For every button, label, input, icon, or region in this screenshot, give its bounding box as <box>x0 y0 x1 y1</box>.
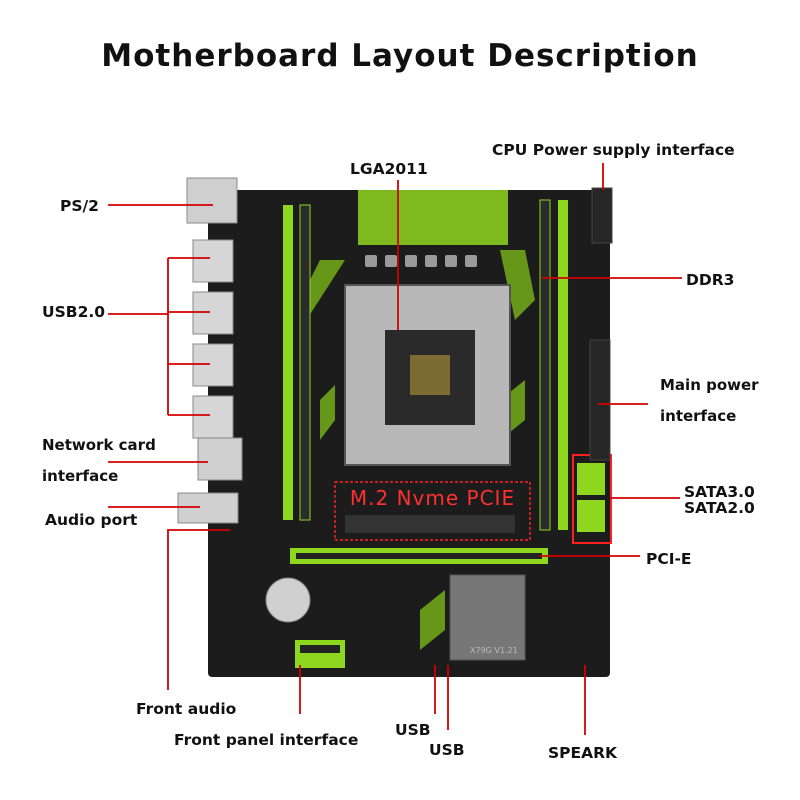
chipset-heatsink <box>449 574 526 661</box>
label-lga2011: LGA2011 <box>350 160 428 178</box>
ddr3-slot-left-2 <box>299 204 311 521</box>
page-title: Motherboard Layout Description <box>101 38 699 74</box>
audio-jack-block <box>177 492 239 524</box>
m2-label: M.2 Nvme PCIE <box>349 486 516 510</box>
label-ps2: PS/2 <box>60 197 99 215</box>
cpu-power-connector <box>591 187 613 244</box>
label-ddr3: DDR3 <box>686 271 735 289</box>
usb-port-2 <box>192 291 234 335</box>
label-network-line2: interface <box>42 467 119 485</box>
label-speark: SPEARK <box>548 744 618 762</box>
cmos-battery <box>265 577 311 623</box>
ddr3-slot-right-1 <box>558 200 568 530</box>
usb-port-1 <box>192 239 234 283</box>
label-sata3: SATA3.0 <box>684 483 755 501</box>
ddr3-slot-right-2 <box>539 199 551 531</box>
board-silkscreen: X79G V1.21 <box>470 646 518 655</box>
main-power-connector <box>589 339 611 461</box>
usb-port-3 <box>192 343 234 387</box>
callout-lines <box>108 163 682 735</box>
label-network-line1: Network card <box>42 436 156 454</box>
lan-port <box>197 437 243 481</box>
label-pcie: PCI-E <box>646 550 692 568</box>
vrm-heatsink <box>358 190 508 245</box>
label-main-power-line2: interface <box>660 407 737 425</box>
front-panel-header <box>295 640 345 668</box>
ps2-port <box>186 177 238 224</box>
label-usb20: USB2.0 <box>42 303 106 321</box>
label-cpu-power: CPU Power supply interface <box>492 141 735 159</box>
label-main-power-line1: Main power <box>660 376 759 394</box>
usb-port-4 <box>192 395 234 439</box>
m2-slot-highlight <box>334 481 531 541</box>
label-front-audio: Front audio <box>136 700 237 718</box>
ddr3-slot-left-1 <box>283 205 293 520</box>
label-usb-b: USB <box>429 741 465 759</box>
label-usb-a: USB <box>395 721 431 739</box>
label-front-panel: Front panel interface <box>174 731 359 749</box>
label-sata2: SATA2.0 <box>684 499 755 517</box>
label-audio-port: Audio port <box>45 511 138 529</box>
